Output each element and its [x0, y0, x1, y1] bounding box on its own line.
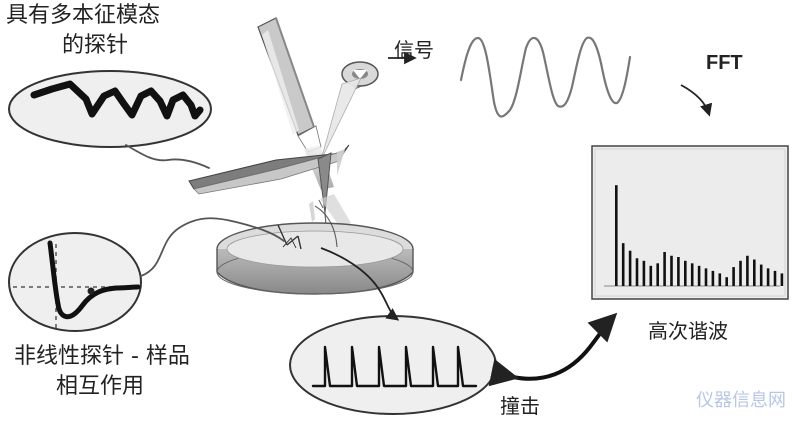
spectrum-panel	[591, 145, 789, 300]
spectrum-bar	[780, 273, 784, 286]
nonlinear-leader	[140, 217, 285, 277]
spectrum-bar	[649, 265, 653, 286]
spectrum-bar	[677, 257, 680, 286]
watermark-text: 仪器信息网	[696, 390, 786, 411]
decorative-lines	[314, 199, 338, 248]
spectrum-bar	[621, 243, 625, 286]
sample-to-impact-arrow	[320, 247, 400, 321]
bidirectional-arrow	[488, 312, 618, 387]
probe-multimode-label-line1: 具有多本征模态	[6, 3, 161, 28]
spectrum-bar	[732, 267, 735, 286]
spectrum-bar	[718, 273, 722, 286]
probe-modes-waveform	[30, 80, 204, 120]
probe-multimode-label-line2: 的探针	[62, 33, 129, 58]
nonlinear-bubble	[8, 217, 285, 332]
spectrum-bar	[711, 270, 715, 286]
spectrum-bar	[635, 258, 639, 286]
spectrum-bar	[670, 255, 673, 286]
impact-waveform	[311, 345, 478, 388]
spectrum-bar	[690, 263, 694, 286]
spectrum-bar	[642, 260, 646, 286]
spectrum-bar	[684, 260, 687, 286]
fft-label: FFT	[706, 52, 743, 74]
spectrum-bar	[739, 260, 742, 286]
spectrum-bar	[766, 268, 770, 286]
signal-waveform-group	[388, 36, 632, 118]
laser-assembly	[188, 17, 379, 238]
probe-modes-bubble	[8, 70, 212, 169]
spectrum-bar	[704, 268, 708, 286]
spectrum-bar	[628, 250, 632, 286]
spectrum-bar	[615, 185, 618, 286]
spectrum-bar	[663, 251, 666, 286]
impact-harmonics-link	[488, 312, 618, 387]
spectrum-bar	[697, 265, 701, 286]
nonlinear-curve	[47, 240, 141, 320]
sample-icon	[216, 222, 414, 295]
signal-waveform	[459, 36, 632, 118]
signal-label: 信号	[394, 38, 434, 62]
spectrum-bar	[773, 270, 777, 286]
harmonics-label: 高次谐波	[648, 319, 728, 343]
spectrum-bar	[759, 264, 763, 286]
spectrum-bar	[746, 255, 749, 286]
spectrum-bar	[656, 263, 659, 286]
spectrum-bars	[615, 185, 784, 286]
fft-arrow	[680, 84, 713, 117]
spectrum-bar	[725, 277, 728, 286]
nonlinear-label-line1: 非线性探针 - 样品	[14, 344, 190, 369]
fft-panel-group	[591, 84, 789, 300]
spectrum-bar	[753, 259, 756, 286]
probe-modes-leader	[125, 144, 210, 169]
nonlinear-label-line2: 相互作用	[56, 374, 145, 399]
impact-label: 撞击	[500, 394, 540, 418]
